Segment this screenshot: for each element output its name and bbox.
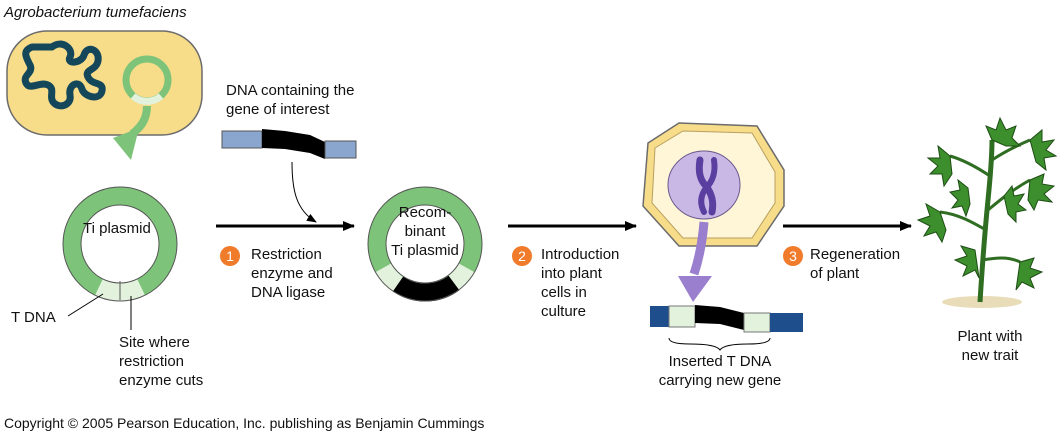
step-2-line-4: culture (541, 303, 587, 320)
leaf (1029, 128, 1058, 172)
step-1-badge: 1 (220, 246, 240, 266)
step-2-line-2: into plant (541, 265, 602, 282)
green-down-arrow (113, 105, 151, 160)
step-2-line-1: Introduction (541, 246, 620, 263)
plant-label-2: new trait (961, 347, 1019, 364)
step-2-line-3: cells in (541, 284, 587, 301)
diagram-title: Agrobacterium tumefaciens (4, 4, 187, 21)
copyright-text: Copyright © 2005 Pearson Education, Inc.… (4, 415, 485, 431)
inserted-label-1: Inserted T DNA (668, 353, 772, 370)
step-3-line-1: Regeneration (810, 246, 901, 263)
recombinant-label-2: binant (404, 223, 446, 240)
ti-plasmid-ring (62, 186, 178, 302)
plant-illustration (916, 116, 1058, 308)
leaf (953, 245, 980, 279)
dna-fragment-gene (221, 129, 357, 159)
leaf (1027, 173, 1056, 212)
site-label-2: restriction (119, 353, 185, 370)
plant-label-1: Plant with (957, 328, 1023, 345)
dna-gene-label-1: DNA containing the (226, 82, 355, 99)
bacterial-chromosome (21, 40, 106, 110)
leaf (916, 202, 947, 244)
t-dna-label: T DNA (11, 309, 56, 326)
leaf (948, 178, 971, 218)
purple-down-arrow (678, 221, 712, 302)
plant-cell (642, 122, 785, 247)
bacterium-cell (6, 30, 203, 136)
recombinant-label-1: Recom- (398, 204, 452, 221)
step-1-line-3: DNA ligase (251, 284, 326, 301)
step-2-badge: 2 (512, 246, 532, 266)
inserted-dna (650, 305, 803, 351)
recombinant-label-3: Ti plasmid (391, 242, 459, 259)
inserted-bracket (668, 337, 771, 351)
dna-gene-label-2: gene of interest (226, 101, 330, 118)
ti-plasmid-label: Ti plasmid (83, 220, 151, 237)
site-label-1: Site where (119, 334, 190, 351)
step-3-line-2: of plant (810, 265, 860, 282)
site-label-3: enzyme cuts (119, 372, 204, 389)
step-1-line-1: Restriction (251, 246, 322, 263)
step-1-line-2: enzyme and (251, 265, 333, 282)
leaf (1003, 184, 1028, 224)
inserted-label-2: carrying new gene (658, 372, 782, 389)
step-3-badge: 3 (783, 246, 803, 266)
leaf (926, 144, 953, 188)
leaf (1015, 257, 1044, 291)
recombinant-plasmid-ring (367, 186, 483, 302)
leaf (985, 116, 1022, 147)
gene-insert-arrow (291, 161, 317, 223)
t-dna-leader (67, 293, 104, 317)
